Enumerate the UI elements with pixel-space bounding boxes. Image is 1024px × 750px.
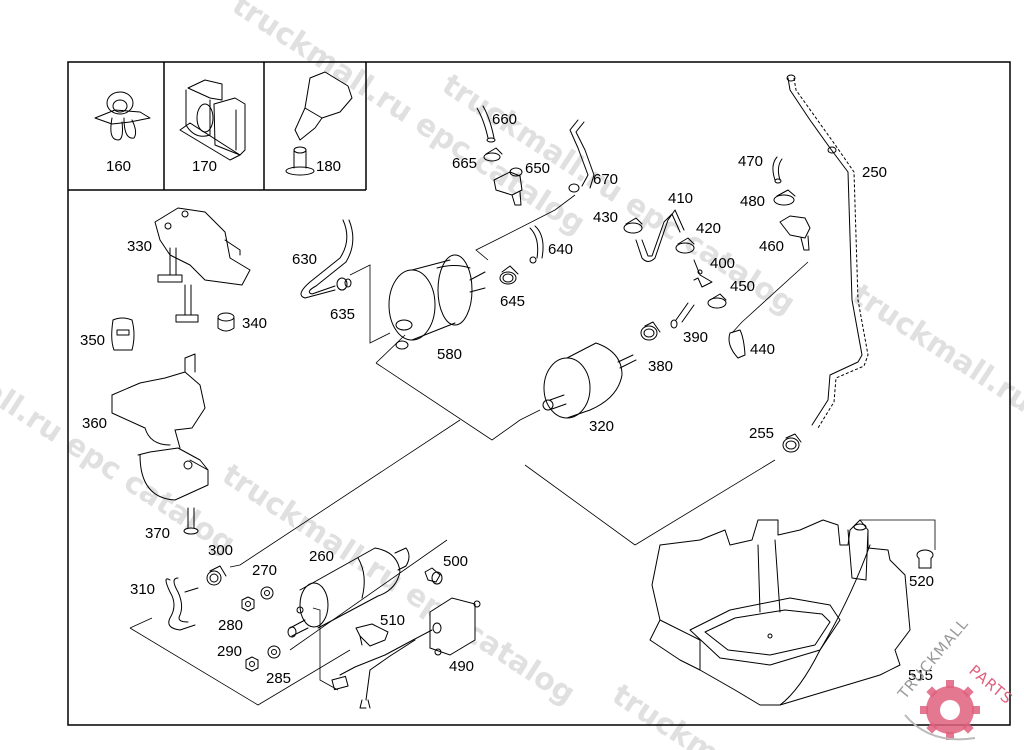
part-390-hose[interactable] xyxy=(670,302,695,329)
part-470-hose[interactable] xyxy=(772,156,783,184)
part-645-clamp[interactable] xyxy=(499,265,519,285)
label-170: 170 xyxy=(192,158,217,175)
label-320: 320 xyxy=(589,418,614,435)
label-180: 180 xyxy=(316,158,341,175)
label-520: 520 xyxy=(909,573,934,590)
part-630-hose[interactable] xyxy=(300,219,354,299)
part-515-fuel-tank[interactable] xyxy=(649,519,911,706)
part-170-holder[interactable] xyxy=(179,79,246,161)
brand-logo: TRUCKMALL PARTS xyxy=(894,615,1016,741)
label-160: 160 xyxy=(106,158,131,175)
label-670: 670 xyxy=(593,171,618,188)
label-580: 580 xyxy=(437,346,462,363)
part-460-valve[interactable] xyxy=(779,215,811,251)
part-330-bracket[interactable] xyxy=(154,207,251,323)
part-310-hose[interactable] xyxy=(165,577,199,631)
label-430: 430 xyxy=(593,209,618,226)
part-520-nut[interactable] xyxy=(916,549,934,569)
label-340: 340 xyxy=(242,315,267,332)
label-330: 330 xyxy=(127,238,152,255)
label-500: 500 xyxy=(443,553,468,570)
label-635: 635 xyxy=(330,306,355,323)
leader-lines xyxy=(129,194,936,706)
part-160-clip[interactable] xyxy=(94,91,151,141)
part-320-filter[interactable] xyxy=(542,342,637,419)
label-665: 665 xyxy=(452,155,477,172)
label-390: 390 xyxy=(683,329,708,346)
part-280-nut[interactable] xyxy=(241,596,255,612)
part-440-sleeve[interactable] xyxy=(728,329,746,359)
part-430-clamp[interactable] xyxy=(623,217,643,234)
label-470: 470 xyxy=(738,153,763,170)
label-480: 480 xyxy=(740,193,765,210)
label-420: 420 xyxy=(696,220,721,237)
part-420-clamp[interactable] xyxy=(675,237,695,254)
label-660: 660 xyxy=(492,111,517,128)
label-300: 300 xyxy=(208,542,233,559)
part-380-clamp[interactable] xyxy=(640,321,661,341)
brand-accent: PARTS xyxy=(965,661,1016,708)
label-280: 280 xyxy=(218,617,243,634)
label-440: 440 xyxy=(750,341,775,358)
part-660-hose[interactable] xyxy=(476,105,496,143)
part-580-filter[interactable] xyxy=(388,254,486,350)
part-290-nut[interactable] xyxy=(245,656,259,672)
part-255-clamp[interactable] xyxy=(782,433,802,453)
label-380: 380 xyxy=(648,358,673,375)
label-290: 290 xyxy=(217,643,242,660)
label-460: 460 xyxy=(759,238,784,255)
label-350: 350 xyxy=(80,332,105,349)
part-480-clamp[interactable] xyxy=(773,189,796,206)
label-260: 260 xyxy=(309,548,334,565)
part-635-clip[interactable] xyxy=(336,277,352,291)
label-310: 310 xyxy=(130,581,155,598)
label-515: 515 xyxy=(908,667,933,684)
label-360: 360 xyxy=(82,415,107,432)
label-640: 640 xyxy=(548,241,573,258)
part-650-valve[interactable] xyxy=(493,167,523,206)
label-490: 490 xyxy=(449,658,474,675)
label-630: 630 xyxy=(292,251,317,268)
part-360-clamp[interactable] xyxy=(111,353,209,501)
watermark: truckmall.ru epc catalog xyxy=(846,277,1024,531)
label-400: 400 xyxy=(710,255,735,272)
gear-icon xyxy=(904,680,980,741)
part-340-nut[interactable] xyxy=(217,312,235,332)
label-370: 370 xyxy=(145,525,170,542)
label-410: 410 xyxy=(668,190,693,207)
label-250: 250 xyxy=(862,164,887,181)
label-650: 650 xyxy=(525,160,550,177)
part-450-clamp[interactable] xyxy=(707,293,727,309)
part-670-hose[interactable] xyxy=(568,119,595,193)
part-500-grommet[interactable] xyxy=(424,567,443,585)
part-270-washer[interactable] xyxy=(260,586,274,600)
part-490-relay[interactable] xyxy=(331,597,481,709)
part-260-fuel-pump[interactable] xyxy=(287,547,410,638)
diagram-frame xyxy=(67,61,1011,726)
part-410-hose[interactable] xyxy=(635,209,685,262)
part-665-clamp[interactable] xyxy=(483,147,503,162)
label-645: 645 xyxy=(500,293,525,310)
label-285: 285 xyxy=(266,670,291,687)
part-370-screw[interactable] xyxy=(183,507,199,535)
label-510: 510 xyxy=(380,612,405,629)
part-285-washer[interactable] xyxy=(267,645,281,659)
part-180-bracket[interactable] xyxy=(285,71,353,176)
part-250-fuel-line[interactable] xyxy=(786,74,869,429)
label-255: 255 xyxy=(749,425,774,442)
label-270: 270 xyxy=(252,562,277,579)
part-510-clip[interactable] xyxy=(355,623,389,647)
part-300-clamp[interactable] xyxy=(206,565,227,586)
label-450: 450 xyxy=(730,278,755,295)
part-640-hose[interactable] xyxy=(529,225,544,264)
part-350-rubber[interactable] xyxy=(111,317,135,351)
part-400-connector[interactable] xyxy=(693,259,713,288)
